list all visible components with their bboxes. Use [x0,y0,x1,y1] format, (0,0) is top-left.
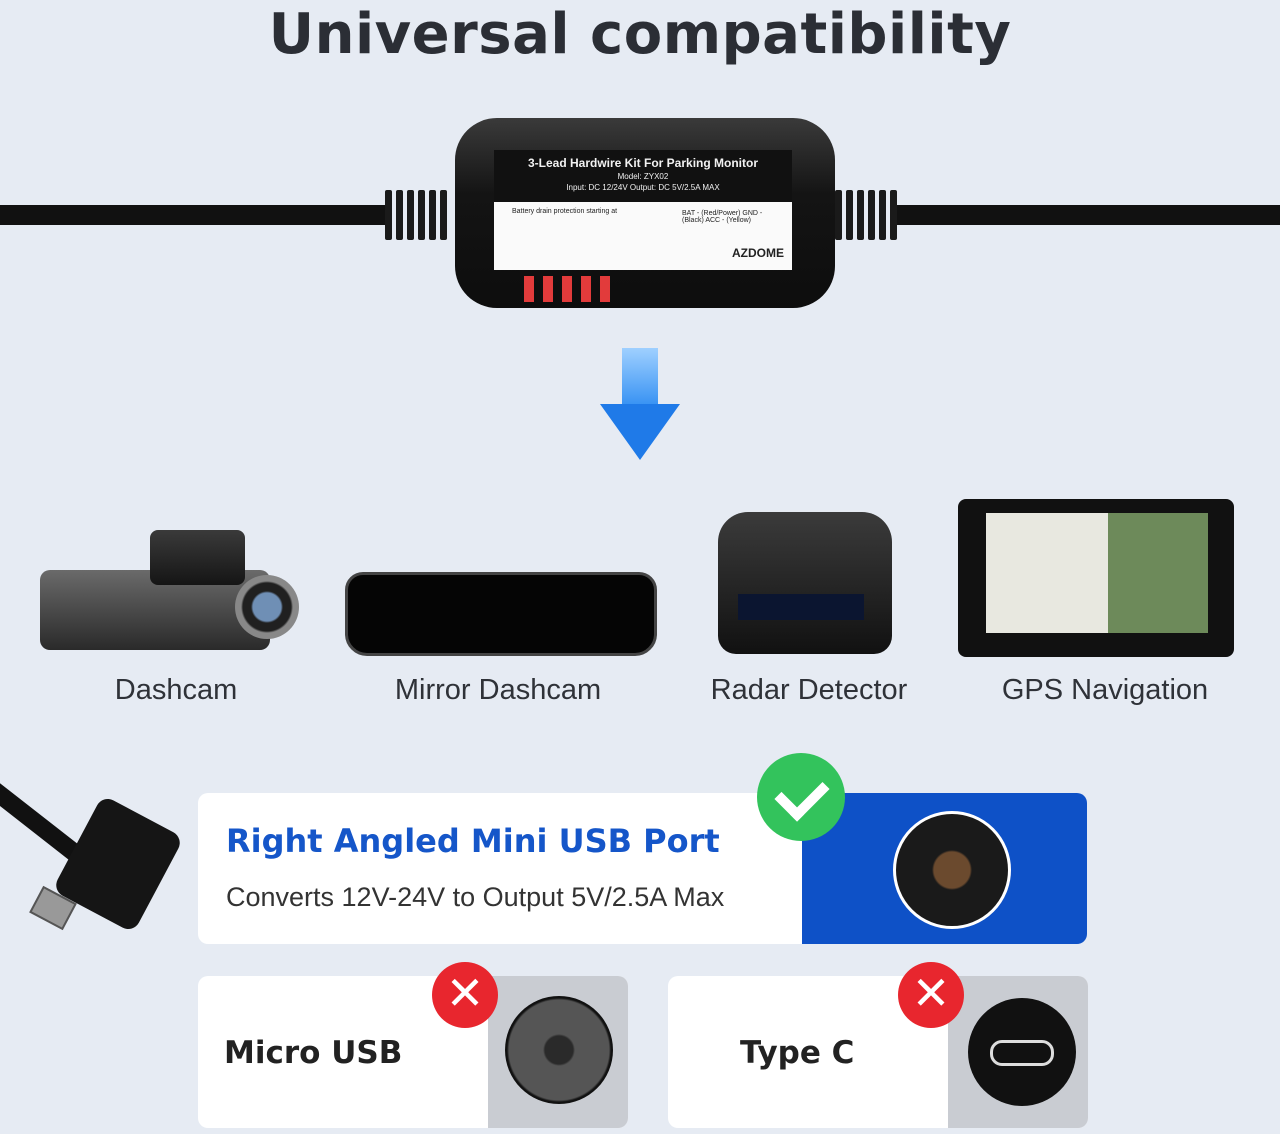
main-port-subtitle: Converts 12V-24V to Output 5V/2.5A Max [226,882,725,912]
type-c-label: Type C [740,1035,855,1071]
kit-label-body: Battery drain protection starting at BAT… [494,202,792,270]
cable-left [0,205,390,225]
x-badge-icon: ✕ [898,962,964,1028]
device-label-gps-navigation: GPS Navigation [1001,674,1209,706]
device-label-dashcam: Dashcam [114,674,238,706]
kit-label-leads: BAT - (Red/Power) GND - (Black) ACC - (Y… [682,210,763,224]
strain-relief-left [385,190,455,240]
main-port-title: Right Angled Mini USB Port [226,822,720,860]
kit-label-header: 3-Lead Hardwire Kit For Parking Monitor … [494,150,792,202]
kit-label-brand: AZDOME [732,246,784,260]
micro-usb-label: Micro USB [224,1035,403,1071]
down-arrow-head-icon [600,404,680,460]
strain-relief-right [835,190,905,240]
type-c-port-icon [968,998,1076,1106]
kit-label-battery: Battery drain protection starting at [512,208,618,215]
kit-label-title: 3-Lead Hardwire Kit For Parking Monitor [527,156,759,170]
x-badge-icon: ✕ [432,962,498,1028]
kit-label-model: Model: ZYX02 [617,172,669,181]
device-label-mirror-dashcam: Mirror Dashcam [394,674,602,706]
page-title: Universal compatibility [268,2,1012,67]
device-label-radar-detector: Radar Detector [710,674,908,706]
cable-right [895,205,1280,225]
mirror-dashcam-image [345,572,657,656]
down-arrow-icon [622,348,658,410]
check-badge-icon [757,753,845,841]
mini-usb-port-icon [893,811,1011,929]
kit-label-io: Input: DC 12/24V Output: DC 5V/2.5A MAX [566,183,720,192]
micro-usb-port-icon [505,996,613,1104]
